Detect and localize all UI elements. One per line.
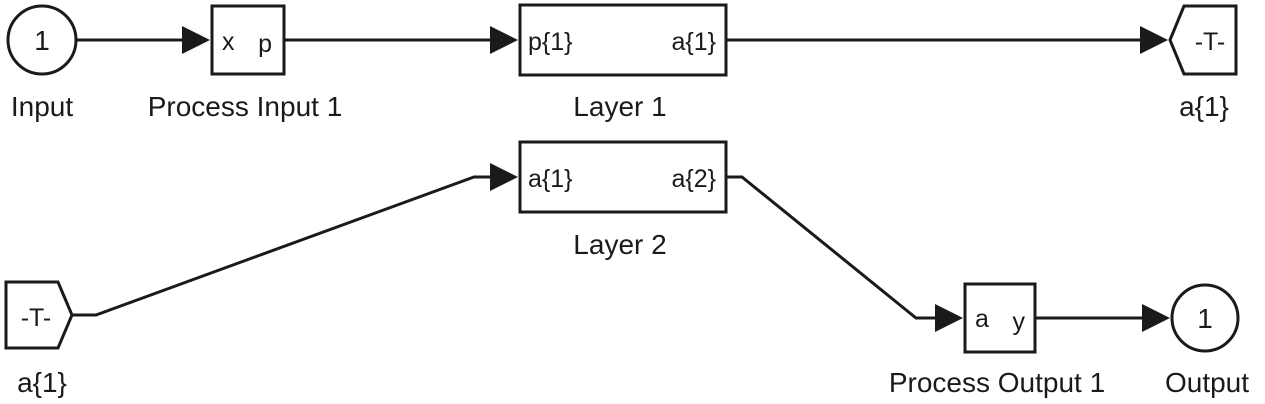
output-port-label: Output [1165, 367, 1249, 398]
layer1-block[interactable]: p{1} a{1} Layer 1 [518, 3, 728, 122]
arrowhead [182, 26, 210, 54]
output-port-block[interactable]: 1 Output [1165, 283, 1249, 398]
from-tag-shape [4, 280, 74, 350]
layer2-in-port: a{1} [528, 165, 573, 193]
process-output-label: Process Output 1 [889, 367, 1105, 398]
connection-lines [73, 26, 1170, 332]
process-input-box [210, 4, 286, 76]
process-output-box [963, 282, 1037, 354]
input-port-block[interactable]: 1 Input [6, 4, 78, 122]
input-port-label: Input [11, 91, 73, 122]
process-input-label: Process Input 1 [148, 91, 343, 122]
process-input-block[interactable]: x p Process Input 1 [148, 4, 343, 122]
process-input-out-port: p [258, 30, 272, 58]
goto-tag-text: -T- [1195, 28, 1226, 56]
from-tag-text: -T- [21, 304, 52, 332]
layer2-block[interactable]: a{1} a{2} Layer 2 [518, 140, 728, 260]
input-port-number: 1 [34, 25, 50, 56]
from-tag-block[interactable]: -T- a{1} [4, 280, 74, 398]
layer2-box [518, 140, 728, 214]
arrowhead [1140, 26, 1168, 54]
wire-from-to-layer2 [73, 175, 490, 317]
layer1-box [518, 3, 728, 77]
process-output-in-port: a [975, 305, 989, 333]
process-output-out-port: y [1013, 308, 1026, 336]
output-port-circle [1170, 283, 1240, 353]
layer1-label: Layer 1 [573, 91, 666, 122]
layer1-in-port: p{1} [528, 28, 573, 56]
layer2-out-port: a{2} [671, 165, 716, 193]
layer2-label: Layer 2 [573, 229, 666, 260]
arrowhead [1142, 304, 1170, 332]
process-input-in-port: x [222, 28, 235, 56]
goto-tag-shape [1168, 4, 1238, 76]
goto-tag-block[interactable]: -T- a{1} [1168, 4, 1238, 122]
layer1-out-port: a{1} [671, 28, 716, 56]
wire-layer2-to-process-output [726, 175, 935, 320]
output-port-number: 1 [1197, 303, 1213, 334]
arrowhead [490, 26, 518, 54]
process-output-block[interactable]: a y Process Output 1 [889, 282, 1105, 398]
arrowhead [490, 163, 518, 191]
from-tag-label: a{1} [17, 367, 67, 398]
input-port-circle [6, 4, 78, 76]
goto-tag-label: a{1} [1179, 91, 1229, 122]
arrowhead [935, 304, 963, 332]
